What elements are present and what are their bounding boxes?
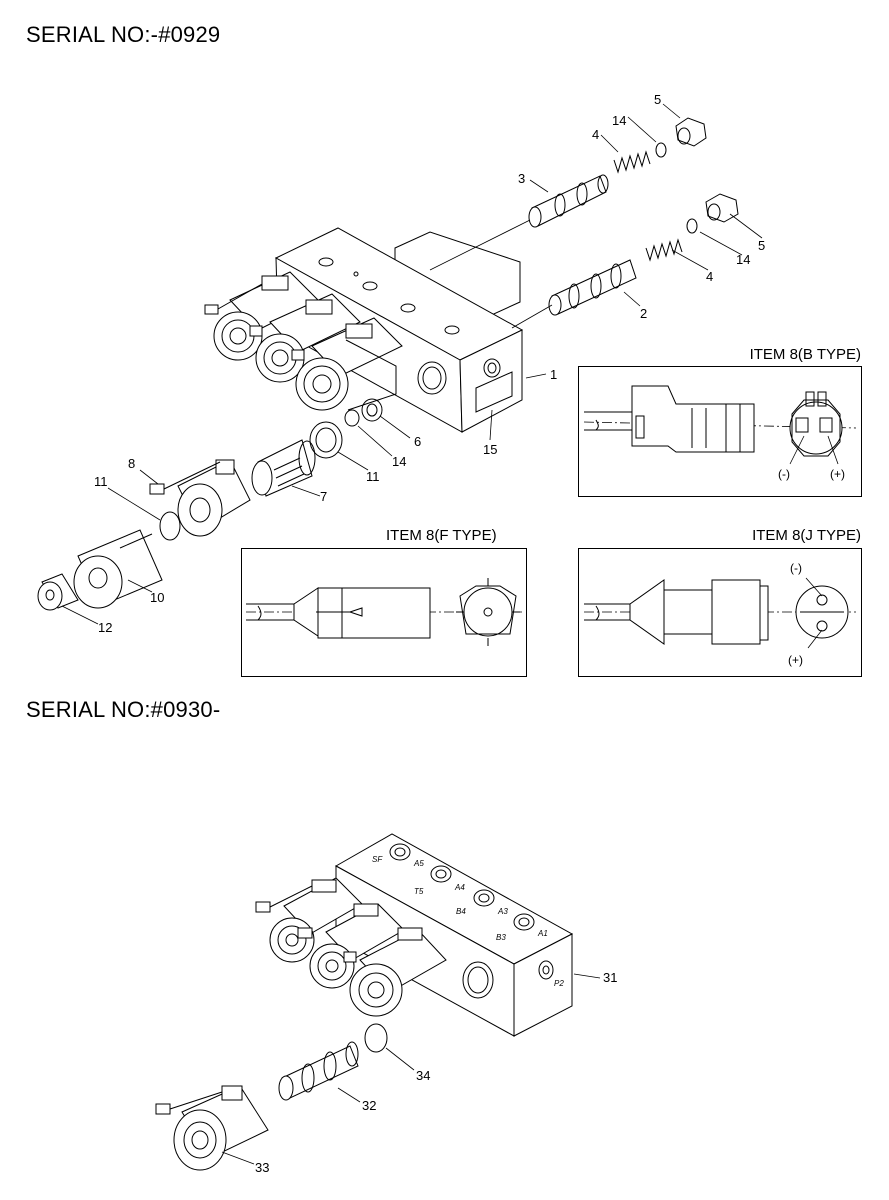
inset-j-type-title: ITEM 8(J TYPE) [752,527,861,544]
callout-14-lower: 14 [736,252,750,267]
polarity-marks: (-) (+) (-) (+) [778,467,845,667]
b-type-minus: (-) [778,467,790,481]
callout-5-lower: 5 [758,238,765,253]
callout-11-left: 11 [94,474,108,489]
callout-33: 33 [255,1160,269,1175]
spool-2-assembly [511,193,739,329]
port-mark-b3: B3 [496,933,506,942]
inset-f-type-title: ITEM 8(F TYPE) [386,527,497,544]
callout-5-upper: 5 [654,92,661,107]
callout-6: 6 [414,434,421,449]
port-mark-a4: A4 [454,883,465,892]
inset-j-type-frame [578,548,862,677]
callout-14-mid: 14 [392,454,406,469]
leader-lines-bottom [221,973,601,1165]
callout-12: 12 [98,620,112,635]
callout-2: 2 [640,306,647,321]
callout-4-upper: 4 [592,127,599,142]
port-mark-a5: A5 [413,859,424,868]
callout-8: 8 [128,456,135,471]
port-marks: SF A5 T5 A4 B4 A3 B3 A1 P2 [372,855,564,988]
coil-bottom-2 [297,903,405,989]
coil-top-2 [249,293,361,383]
inset-b-type-frame [578,366,862,497]
callout-32: 32 [362,1098,376,1113]
b-type-plus: (+) [830,467,845,481]
inset-b-type-title: ITEM 8(B TYPE) [749,346,861,363]
coil-top-3 [291,317,403,411]
callout-14-upper: 14 [612,113,626,128]
j-type-minus: (-) [790,561,802,575]
callout-10: 10 [150,590,164,605]
spool-3-assembly [429,117,707,271]
callout-15: 15 [483,442,497,457]
callout-11-right: 11 [366,469,380,484]
callout-34: 34 [416,1068,430,1083]
callout-31: 31 [603,970,617,985]
leader-lines-top [61,103,763,625]
port-mark-t5: T5 [414,887,424,896]
port-mark-p2: P2 [554,979,564,988]
port-mark-a3: A3 [497,907,508,916]
serial-bottom-heading: SERIAL NO:#0930- [26,697,221,722]
solenoid-coils-bottom [255,877,447,1017]
serial-top-heading: SERIAL NO:-#0929 [26,22,221,47]
exploded-parts-bottom [155,1023,388,1171]
j-type-plus: (+) [788,653,803,667]
callout-1: 1 [550,367,557,382]
callout-4-lower: 4 [706,269,713,284]
port-mark-a1: A1 [537,929,548,938]
solenoid-coils-top [204,271,403,411]
connector-j-type [584,577,856,649]
callout-numbers: 1 2 3 4 4 5 5 6 7 8 10 11 11 12 14 14 14… [94,92,765,1175]
exploded-solenoid-parts [37,398,383,611]
callout-3: 3 [518,171,525,186]
connector-b-type [583,385,857,465]
callout-7: 7 [320,489,327,504]
port-mark-sf: SF [372,855,383,864]
coil-bottom-3 [343,927,447,1017]
connector-f-type [246,578,522,646]
inset-f-type-frame [241,548,527,677]
port-mark-b4: B4 [456,907,466,916]
